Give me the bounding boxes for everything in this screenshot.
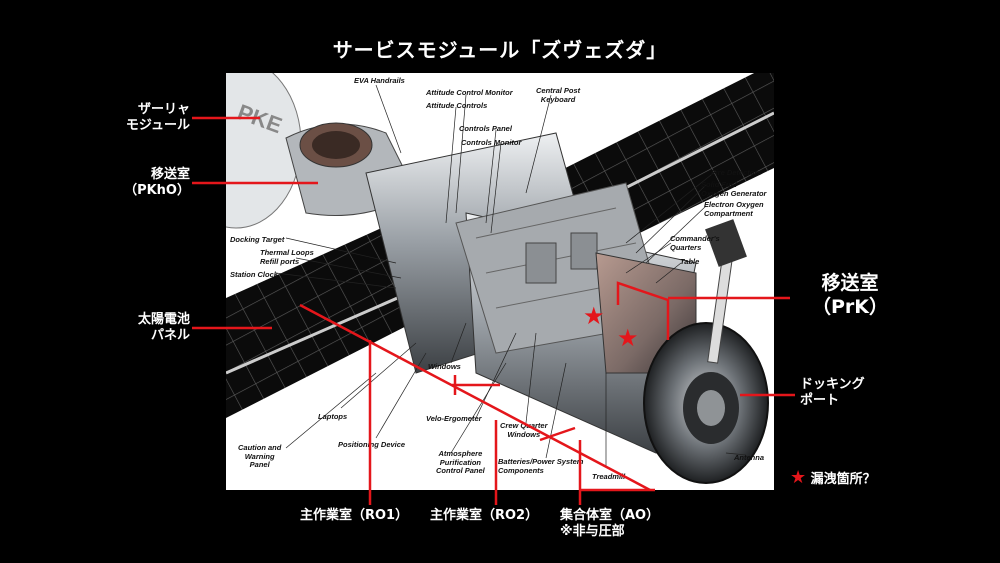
label-antenna: Antenna xyxy=(734,453,764,462)
label-velo-ergometer: Velo-Ergometer xyxy=(426,414,482,423)
label-solar-line2: パネル xyxy=(150,328,190,344)
label-attitude-control-monitor: Attitude Control Monitor xyxy=(426,88,513,97)
label-electron-line2: Compartment xyxy=(704,208,753,218)
page-title: サービスモジュール「ズヴェズダ」 xyxy=(332,38,668,62)
label-solid-fuel-line1: Solid Fuel xyxy=(701,180,737,189)
label-electron-line1: Electron Oxygen xyxy=(704,200,764,209)
label-crew-quarter-windows: Crew Quarter Windows xyxy=(500,421,548,439)
star-icon: ★ xyxy=(583,302,605,330)
label-ro2: 主作業室（RO2） xyxy=(430,508,539,523)
label-caution-line3: Panel xyxy=(249,460,270,470)
label-solar-line1: 太陽電池 xyxy=(137,312,190,327)
label-solid-fuel-line2: Oxygen Generator xyxy=(701,188,767,198)
legend-leak-text: 漏洩箇所？ xyxy=(810,472,876,487)
label-central-post-line2: Keyboard xyxy=(540,94,576,104)
legend-leak: ★ 漏洩箇所？ xyxy=(790,467,920,490)
label-attitude-controls: Attitude Controls xyxy=(426,101,488,110)
label-ao-line2: ※非与圧部 xyxy=(560,524,625,540)
label-pkho-line2: （PKhO） xyxy=(124,183,190,199)
label-commanders-line1: Commander's xyxy=(670,234,720,243)
label-pkho: 移送室 （PKhO） xyxy=(100,167,190,200)
label-central-post: Central Post Keyboard xyxy=(536,86,581,104)
label-electron-oxygen-compartment: Electron Oxygen Compartment xyxy=(704,200,764,218)
label-thermal-line1: Thermal Loops xyxy=(260,248,314,257)
label-zarya-module: ザーリャ モジュール xyxy=(100,102,190,135)
label-thermal-loops: Thermal Loops Refill ports xyxy=(260,248,314,266)
star-icon: ★ xyxy=(617,324,639,352)
label-docking-line1: ドッキング xyxy=(800,377,865,392)
label-crew-line2: Windows xyxy=(507,429,541,439)
label-fire-detectors: Fire Detectors xyxy=(711,168,762,177)
label-docking-port: ドッキング ポート xyxy=(800,377,900,410)
label-table: Table xyxy=(680,257,700,266)
label-windows: Windows xyxy=(428,362,461,371)
label-ao-line1: 集合体室（AO） xyxy=(560,508,660,523)
label-commanders-line2: Quarters xyxy=(670,242,702,252)
label-prk: 移送室 （PrK） xyxy=(790,272,910,320)
label-treadmill: Treadmill xyxy=(592,472,626,481)
label-pkho-line1: 移送室 xyxy=(150,167,190,182)
label-atmosphere-purification: Atmosphere Purification Control Panel xyxy=(436,449,485,476)
label-thermal-line2: Refill ports xyxy=(260,256,300,266)
label-ro1: 主作業室（RO1） xyxy=(300,508,409,523)
label-ao: 集合体室（AO） ※非与圧部 xyxy=(560,508,700,541)
label-zarya-line1: ザーリャ xyxy=(137,102,190,117)
label-caution-warning-panel: Caution and Warning Panel xyxy=(238,443,282,470)
label-prk-line2: （PrK） xyxy=(811,295,889,318)
label-batteries-line2: Components xyxy=(498,465,544,475)
star-icon: ★ xyxy=(790,467,807,488)
label-atmosphere-line3: Control Panel xyxy=(436,466,485,476)
label-laptops: Laptops xyxy=(318,412,348,421)
label-caution-line2: Warning xyxy=(244,451,275,461)
label-zarya-line2: モジュール xyxy=(125,118,190,134)
label-caution-line1: Caution and xyxy=(238,443,282,452)
zvezda-cutaway-diagram: PKE xyxy=(226,73,774,490)
label-prk-line1: 移送室 xyxy=(821,272,879,294)
label-commanders-quarters: Commander's Quarters xyxy=(670,234,720,252)
label-station-clock: Station Clock xyxy=(230,270,278,279)
label-central-post-line1: Central Post xyxy=(536,86,581,95)
label-solid-fuel-oxygen-generator: Solid Fuel Oxygen Generator xyxy=(701,180,767,198)
label-positioning-device: Positioning Device xyxy=(338,440,406,449)
label-docking-target: Docking Target xyxy=(230,235,285,244)
label-docking-line2: ポート xyxy=(800,393,840,409)
label-eva-handrails: EVA Handrails xyxy=(354,76,405,85)
label-batteries-power: Batteries/Power System Components xyxy=(498,457,583,475)
label-controls-monitor: Controls Monitor xyxy=(461,138,522,147)
label-controls-panel: Controls Panel xyxy=(459,124,512,133)
label-solar-panel: 太陽電池 パネル xyxy=(100,312,190,345)
